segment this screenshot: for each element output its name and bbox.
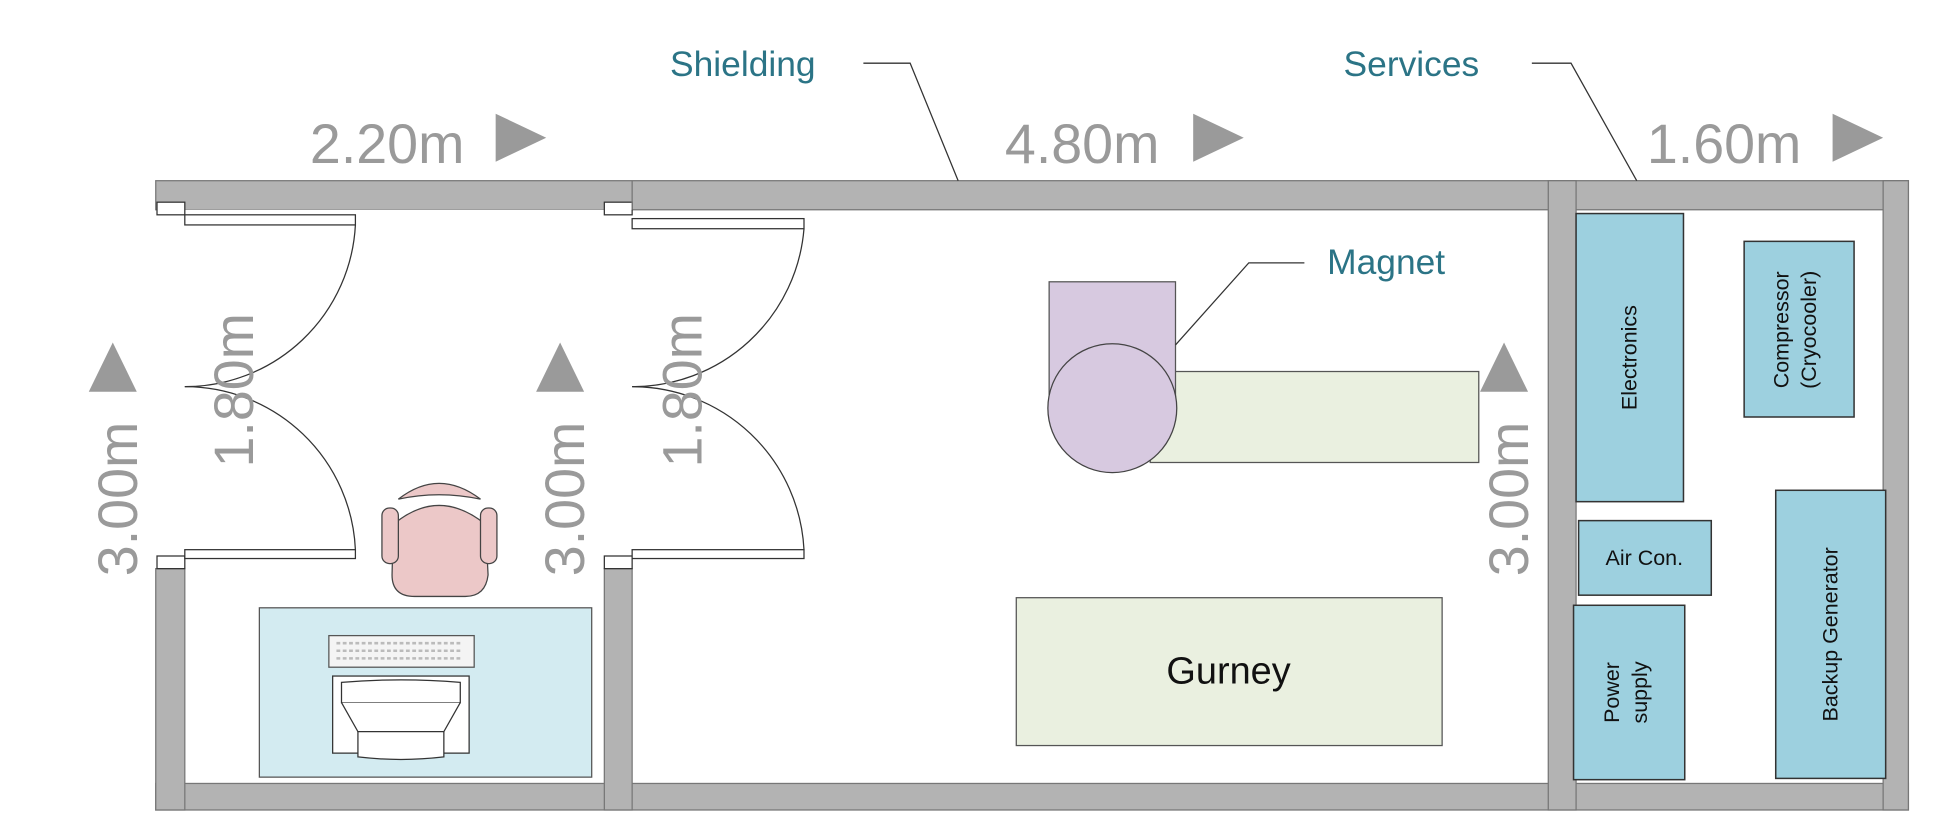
- shielding-leader-line: [863, 62, 959, 181]
- dim-control-width: 2.20m: [310, 113, 465, 175]
- backup-generator-unit: [1774, 489, 1887, 780]
- air-con-label: Air Con.: [1606, 546, 1684, 570]
- arrow-up-icon: [536, 342, 585, 392]
- services-callout: Services: [1344, 45, 1480, 84]
- monitor-icon: [332, 675, 470, 761]
- top-wall: [155, 180, 1910, 211]
- dim-control-height: 3.00m: [87, 422, 149, 577]
- arrow-right-icon: [1193, 113, 1244, 162]
- bottom-wall: [155, 782, 1910, 811]
- compressor-unit: [1743, 240, 1855, 418]
- compressor-label-2: (Cryocooler): [1797, 271, 1821, 389]
- power-supply-unit: [1572, 604, 1686, 781]
- magnet-leader-line: [1175, 262, 1305, 346]
- arrow-up-icon: [88, 342, 137, 392]
- chair-icon: [381, 482, 498, 598]
- scanner-room-door: [631, 217, 805, 560]
- dim-scanner-height-left: 3.00m: [534, 422, 596, 577]
- gurney: [1015, 597, 1443, 747]
- dim-services-width: 1.60m: [1647, 113, 1802, 175]
- walls: [155, 180, 1910, 811]
- gurney-label: Gurney: [1166, 651, 1290, 693]
- power-label-2: supply: [1628, 661, 1652, 723]
- magnet-callout: Magnet: [1327, 243, 1445, 282]
- partition-wall: [603, 568, 633, 811]
- electronics-label: Electronics: [1618, 305, 1642, 410]
- control-room-door: [184, 214, 357, 560]
- services-leader-line: [1531, 62, 1638, 182]
- compressor-label-1: Compressor: [1769, 271, 1793, 388]
- dim-control-door: 1.80m: [203, 313, 265, 468]
- shielding-callout: Shielding: [670, 45, 816, 84]
- power-label-1: Power: [1600, 662, 1624, 723]
- services-wall: [1547, 180, 1577, 811]
- air-con-unit: [1577, 519, 1713, 596]
- magnet-bore: [1047, 343, 1178, 474]
- arrow-right-icon: [1832, 113, 1884, 162]
- dim-scanner-door: 1.80m: [652, 313, 714, 468]
- patient-bed: [1149, 370, 1480, 464]
- keyboard-icon: [328, 634, 475, 668]
- arrow-up-icon: [1480, 342, 1529, 392]
- left-wall: [155, 568, 186, 811]
- right-wall: [1882, 180, 1910, 811]
- electronics-cabinet: [1575, 212, 1685, 503]
- dim-scanner-width: 4.80m: [1005, 113, 1160, 175]
- backup-generator-label: Backup Generator: [1819, 547, 1843, 721]
- arrow-right-icon: [495, 113, 547, 162]
- dim-scanner-height-right: 3.00m: [1478, 422, 1540, 577]
